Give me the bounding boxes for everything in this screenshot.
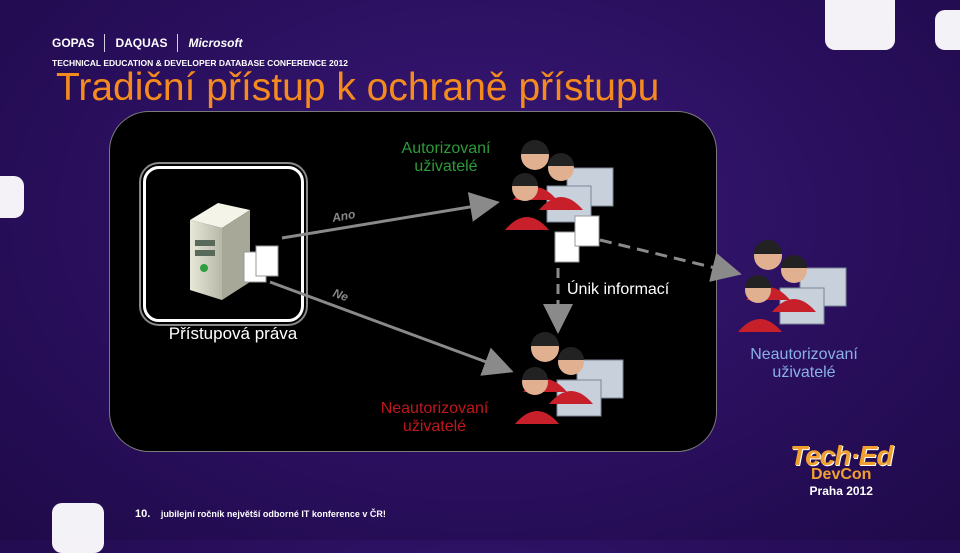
user-group-icon [515, 332, 624, 424]
server-icon [190, 203, 250, 300]
teched-line2: DevCon [810, 466, 872, 483]
conference-subtitle: TECHNICAL EDUCATION & DEVELOPER DATABASE… [52, 58, 348, 68]
authorized-label-line1: Autorizovaní [401, 140, 491, 157]
user-group-icon [505, 140, 614, 230]
diagram-graphics [190, 140, 847, 424]
leaked-documents-icon [554, 215, 600, 263]
unauth-outside-line1: Neautorizovaní [750, 346, 858, 363]
leak-label: Únik informací [567, 281, 670, 298]
decor-block-top-right [825, 0, 895, 50]
leak-arrow-horizontal [599, 238, 742, 282]
arrow-yes [281, 192, 500, 240]
authorized-users-label: Autorizovaní uživatelé [366, 140, 526, 177]
header-logos: GOPAS DAQUAS Microsoft [52, 34, 242, 52]
teched-logo: Tech·Ed DevCon Praha 2012 [790, 440, 893, 498]
arrow-no [269, 280, 514, 376]
unauthorized-inside-label: Neautorizovaní uživatelé [352, 400, 517, 437]
unauth-inside-line1: Neautorizovaní [380, 400, 489, 417]
slide-title: Tradiční přístup k ochraně přístupu [56, 66, 660, 109]
user-group-icon [738, 240, 847, 332]
logo-separator [104, 34, 106, 52]
microsoft-logo: Microsoft [188, 36, 243, 50]
unauth-inside-line2: uživatelé [402, 418, 467, 436]
unauthorized-outside-label: Neautorizovaní uživatelé [724, 346, 884, 383]
footer-number: 10. [135, 508, 151, 520]
footer: 10. jubilejní ročník největší odborné IT… [135, 508, 386, 520]
teched-line1: Tech·Ed [790, 440, 893, 471]
footer-text: jubilejní ročník největší odborné IT kon… [160, 509, 386, 519]
gopas-logo: GOPAS [52, 36, 95, 50]
server-caption: Přístupová práva [168, 324, 298, 343]
authorized-label-line2: uživatelé [414, 158, 478, 176]
daquas-logo: DAQUAS [115, 36, 168, 50]
server-frame [143, 166, 304, 322]
decor-block-left [0, 176, 24, 218]
logo-separator [177, 34, 179, 52]
document-icon [243, 245, 279, 283]
teched-line3: Praha 2012 [809, 484, 873, 498]
decor-block-right-edge [935, 10, 960, 50]
unauth-outside-line2: uživatelé [772, 364, 836, 382]
